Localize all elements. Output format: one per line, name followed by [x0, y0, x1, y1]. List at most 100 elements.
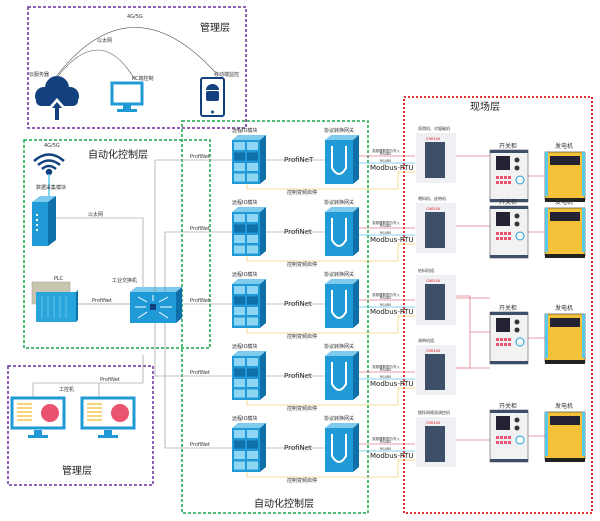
- inverter-data-label: 变频器数据与写入: [372, 364, 400, 369]
- bottom-management-zone: [7, 365, 154, 486]
- switch-link: [154, 323, 232, 377]
- inverter-label: 给料机组: [418, 267, 434, 273]
- industrial-switch-icon: [130, 287, 182, 323]
- gateway-label: 协议转换网关: [324, 415, 354, 422]
- industrial-pcs: [10, 396, 136, 438]
- profinet-link-label: ProfiNet: [284, 444, 312, 452]
- modbus-rtu-label: Modbus-RTU: [370, 236, 414, 244]
- inverter-data-label: 变频器数据与写入: [372, 292, 400, 297]
- left-automation-zone: [23, 139, 211, 349]
- control-link: [397, 171, 415, 189]
- gateway-label: 协议转换网关: [324, 127, 354, 134]
- cloud-server-icon: [35, 76, 79, 120]
- control-start-stop-label: 控制变频启停: [287, 405, 317, 412]
- control-link: [397, 459, 415, 477]
- gateway-label: 协议转换网关: [324, 271, 354, 278]
- wifi-icon: [33, 153, 65, 176]
- left-automation-title: 自动化控制层: [88, 148, 148, 161]
- switch-cabinet: 开关柜: [489, 402, 545, 463]
- inverter-label: 润滑机、对辊破机: [418, 125, 450, 131]
- generator-label: 发电机: [555, 402, 573, 410]
- arc-4g5g-label: 4G/5G: [127, 14, 143, 20]
- control-link: [397, 243, 415, 261]
- rs485-label: RS485: [380, 440, 391, 444]
- top-management-title: 管理层: [200, 21, 230, 34]
- remote-io-label: 远程IO模块: [232, 271, 257, 278]
- arc-4g5g-link: [54, 27, 216, 79]
- profinet-label: ProfiNet: [190, 370, 210, 376]
- profinet-link-label: ProfiNet: [284, 228, 312, 236]
- control-row: ProfiNet远程IO模块ProfiNet协议转换网关控制变频启停变频器数据与…: [190, 343, 415, 412]
- switch-cabinet: 开关柜: [489, 198, 545, 259]
- mobile-monitor-label: 移动端监控: [214, 71, 239, 78]
- protocol-gateway-icon: [325, 135, 359, 184]
- inverter-data-label: 变频器数据与写入: [372, 436, 400, 441]
- inverter-brand: CHR100: [426, 279, 440, 283]
- switch-link: [164, 323, 232, 449]
- arc-ethernet-label: 以太网: [97, 37, 112, 44]
- profinet-link-label: ProfiNet: [284, 300, 312, 308]
- generator: 发电机: [544, 198, 586, 258]
- rs485-label: RS485: [380, 152, 391, 156]
- control-start-stop-label: 控制变频启停: [287, 189, 317, 196]
- inverter-brand: CHR100: [426, 349, 440, 353]
- protocol-gateway-icon: [325, 351, 359, 400]
- remote-io-label: 远程IO模块: [232, 127, 257, 134]
- switch-cabinet-label: 开关柜: [499, 304, 517, 312]
- bottom-management-title: 管理层: [62, 464, 92, 477]
- middle-automation-title: 自动化控制层: [254, 497, 314, 510]
- control-link: [397, 387, 415, 405]
- inverter-data-label: 变频器数据与写入: [372, 148, 400, 153]
- generator: 发电机: [544, 402, 586, 462]
- arc-ethernet-link: [54, 49, 136, 81]
- gateway-label: 协议转换网关: [324, 343, 354, 350]
- field-zone: [403, 96, 593, 514]
- android-phone-icon: [200, 77, 225, 117]
- gateway-label: 协议转换网关: [324, 199, 354, 206]
- inverter-data-label: 变频器数据与写入: [372, 220, 400, 225]
- remote-io-module-icon: [232, 423, 266, 472]
- data-acquisition-label: 数据采集模块: [36, 184, 66, 191]
- switch-cabinet: 开关柜: [489, 304, 545, 365]
- inverter-label: 搅拌网格双调控机: [418, 409, 450, 415]
- modbus-rtu-label: Modbus-RTU: [370, 452, 414, 460]
- generator: 发电机: [544, 304, 586, 364]
- ipc-link: [32, 355, 144, 398]
- industrial-switch-label: 工业交换机: [112, 277, 137, 284]
- remote-io-module-icon: [232, 279, 266, 328]
- rs485-label: RS485: [380, 375, 391, 379]
- rs485-label: RS485: [380, 224, 391, 228]
- plc-icon: [31, 281, 78, 322]
- profinet-link-label: ProfiNeT: [284, 156, 314, 164]
- inverter-label: 调带机组: [418, 337, 434, 343]
- switch-cabinet: 开关柜: [489, 142, 545, 203]
- control-link: [246, 472, 398, 478]
- remote-io-module-icon: [232, 351, 266, 400]
- control-link: [246, 256, 398, 262]
- pc-monitor-icon: [110, 81, 144, 112]
- rs485-label: RS485: [380, 303, 391, 307]
- inverter-label: 喂料机、皮带机: [418, 195, 446, 201]
- control-link: [246, 400, 398, 406]
- control-link: [246, 328, 398, 334]
- modbus-rtu-label: Modbus-RTU: [370, 308, 414, 316]
- remote-io-module-icon: [232, 207, 266, 256]
- generator-label: 发电机: [555, 198, 573, 206]
- control-row: ProfiNet远程IO模块ProfiNet协议转换网关控制变频启停变频器数据与…: [190, 271, 415, 340]
- profinet-label: ProfiNet: [190, 154, 210, 160]
- control-link: [246, 184, 398, 190]
- industrial-pc-icon: [80, 396, 136, 438]
- plc-label: PLC: [54, 276, 64, 282]
- remote-io-label: 远程IO模块: [232, 343, 257, 350]
- ethernet-link: [56, 217, 144, 292]
- control-rows: ProfiNet远程IO模块ProfiNeT协议转换网关控制变频启停变频器数据与…: [154, 127, 415, 484]
- control-row: ProfiNet远程IO模块ProfiNet协议转换网关控制变频启停变频器数据与…: [165, 199, 415, 268]
- profinet-label: ProfiNet: [190, 298, 210, 304]
- switch-cabinet-label: 开关柜: [499, 142, 517, 150]
- cloud-server-label: 云服务器: [29, 71, 49, 78]
- protocol-gateway-icon: [325, 279, 359, 328]
